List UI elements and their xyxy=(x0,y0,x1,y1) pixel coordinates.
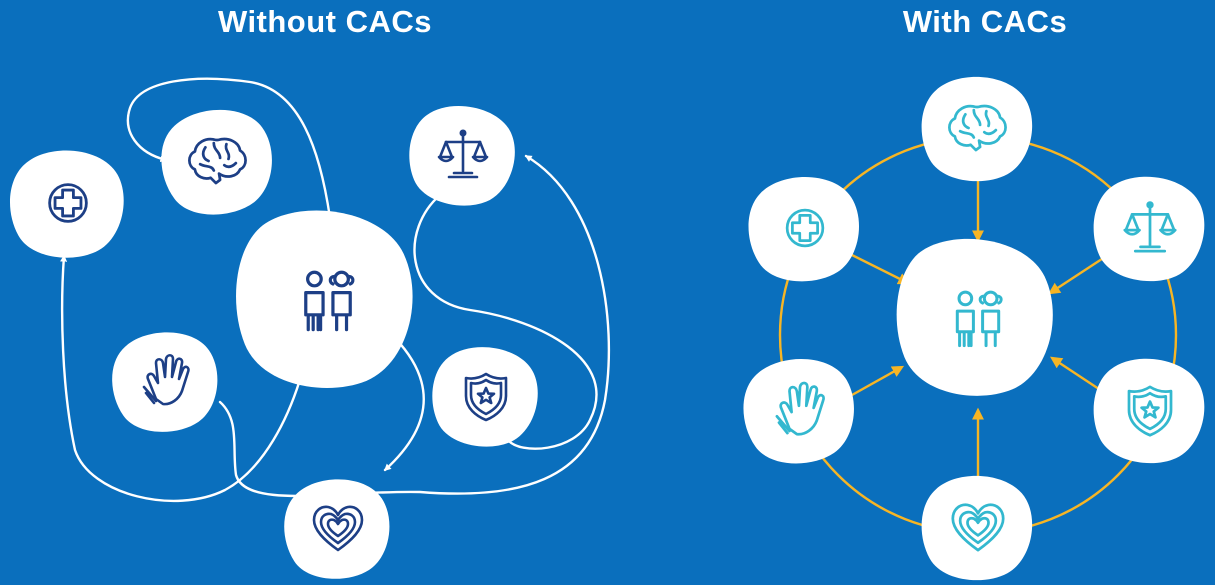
left-node-brain xyxy=(155,102,280,222)
left-node-scales xyxy=(404,101,520,211)
right-node-brain xyxy=(921,76,1033,182)
right-node-badge xyxy=(1090,355,1208,467)
spoke-scales xyxy=(1047,253,1109,295)
left-flow-paths xyxy=(60,77,611,503)
flow-path-scales-to-badge xyxy=(413,193,598,450)
right-node-hand xyxy=(738,353,860,469)
flow-path-children-to-cross xyxy=(60,254,307,503)
right-node-scales xyxy=(1090,173,1208,285)
left-node-children xyxy=(236,210,413,388)
left-node-hand xyxy=(107,327,223,437)
spoke-hand xyxy=(851,365,905,397)
left-node-cross xyxy=(9,150,124,258)
flow-path-children-to-brain xyxy=(126,77,332,220)
spoke-cross xyxy=(851,253,911,285)
right-node-children xyxy=(896,238,1053,396)
left-node-badge xyxy=(428,343,541,451)
right-node-heart xyxy=(921,475,1033,581)
right-node-cross xyxy=(745,173,863,285)
left-panel-title: Without CACs xyxy=(217,4,433,39)
right-panel-title: With CACs xyxy=(902,4,1068,39)
flow-path-hand-to-scales xyxy=(218,154,611,498)
flow-path-children-to-heart xyxy=(383,336,425,472)
